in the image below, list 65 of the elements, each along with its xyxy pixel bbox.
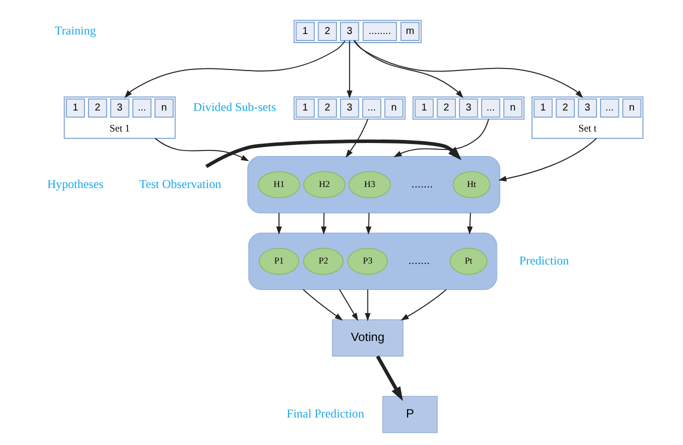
arrow xyxy=(124,40,346,98)
arrow xyxy=(276,212,282,235)
node-box: 2 xyxy=(88,98,108,118)
arrow xyxy=(339,289,358,321)
node-box: 1 xyxy=(66,98,85,118)
arrow xyxy=(498,138,597,182)
node-box: 1 xyxy=(296,98,315,118)
node-box: n xyxy=(384,98,404,118)
node-box: 3 xyxy=(458,98,478,118)
arrow xyxy=(354,40,584,98)
node-box: 3 xyxy=(578,98,598,118)
arrow xyxy=(400,289,447,320)
node-box: 3 xyxy=(110,98,130,118)
node-box: ... xyxy=(481,98,500,118)
node-box: 1 xyxy=(534,98,553,118)
label: Training xyxy=(54,24,96,38)
label: ....... xyxy=(408,255,430,268)
label: Divided Sub-sets xyxy=(193,100,276,114)
node-ellipse: P3 xyxy=(347,248,388,275)
arrow xyxy=(354,40,464,98)
node-ellipse: H2 xyxy=(303,171,346,198)
node-ellipse: P2 xyxy=(303,248,344,275)
arrow xyxy=(346,118,368,158)
node-box: n xyxy=(154,98,174,118)
label: Prediction xyxy=(519,253,569,268)
node-ellipse: Pt xyxy=(450,248,488,275)
arrow xyxy=(364,290,371,322)
label: ....... xyxy=(411,178,433,191)
node-box: n xyxy=(503,98,522,118)
node-box: 2 xyxy=(556,98,575,118)
arrow xyxy=(320,212,327,235)
arrow xyxy=(376,355,403,401)
arrow xyxy=(154,138,250,162)
cluster xyxy=(248,232,498,290)
arrow xyxy=(205,140,462,168)
node-ellipse: H1 xyxy=(258,171,300,198)
node-box: n xyxy=(622,98,642,118)
arrow xyxy=(302,289,343,321)
node-text: Test Observation xyxy=(139,176,222,191)
node-box: ... xyxy=(600,98,620,118)
node-box: ... xyxy=(362,98,382,118)
node-box: 3 xyxy=(340,22,360,42)
arrow xyxy=(467,212,473,235)
arrow xyxy=(394,119,490,158)
cluster xyxy=(247,156,500,214)
node-box: P xyxy=(382,396,438,434)
node-box: ... xyxy=(132,98,152,118)
node-box: 1 xyxy=(296,22,315,42)
node-label: Set t xyxy=(578,123,597,134)
label: Hypotheses xyxy=(47,176,104,191)
node-ellipse: P1 xyxy=(258,248,300,275)
node-box: ........ xyxy=(362,22,397,42)
node-box: 2 xyxy=(318,22,337,42)
node-box: 3 xyxy=(340,98,360,118)
arrow xyxy=(366,212,372,235)
node-box: Voting xyxy=(332,319,404,357)
node-box: 2 xyxy=(318,98,337,118)
node-ellipse: H3 xyxy=(348,171,391,198)
arrow xyxy=(346,40,352,99)
node-label: Set 1 xyxy=(110,123,130,134)
node-box: 2 xyxy=(436,98,456,118)
node-box: 1 xyxy=(414,98,434,118)
node-ellipse: Ht xyxy=(452,171,490,198)
label: Final Prediction xyxy=(286,406,364,421)
node-box: m xyxy=(400,22,420,42)
